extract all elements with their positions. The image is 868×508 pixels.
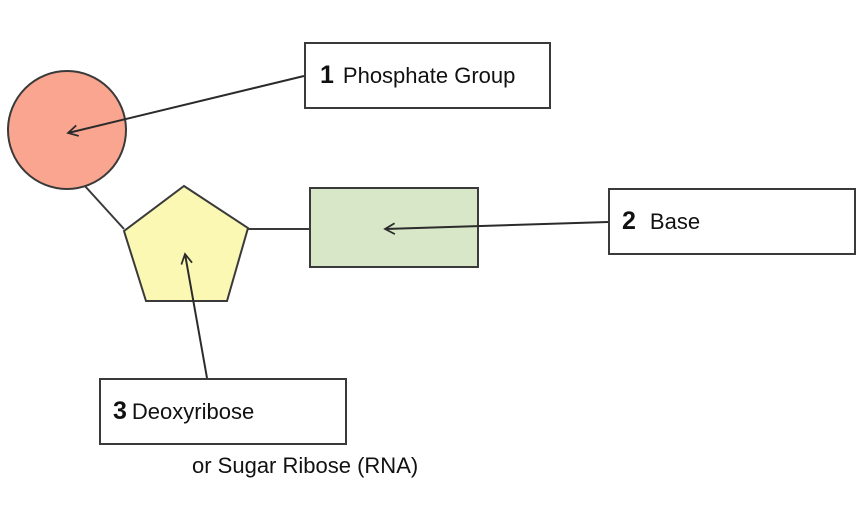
base-label-text: Base	[649, 208, 701, 234]
deoxyribose-label: 3 Deoxyribose	[99, 378, 347, 445]
phosphate-label-text: Phosphate Group	[342, 62, 516, 88]
ribose-note: or Sugar Ribose (RNA)	[192, 453, 419, 478]
phosphate-circle	[7, 70, 127, 190]
arrow-to-phosphate	[66, 75, 305, 137]
deoxyribose-label-number: 3	[113, 397, 127, 425]
arrow-to-deoxyribose	[180, 252, 208, 379]
phosphate-label-number: 1	[320, 61, 334, 89]
arrow-to-base	[383, 221, 609, 235]
phosphate-sugar-bond	[83, 184, 125, 230]
phosphate-group-label: 1 Phosphate Group	[304, 42, 551, 109]
base-label: 2 Base	[608, 188, 856, 255]
base-label-number: 2	[622, 207, 636, 235]
deoxyribose-label-text: Deoxyribose	[131, 398, 255, 424]
deoxyribose-pentagon	[122, 184, 250, 302]
